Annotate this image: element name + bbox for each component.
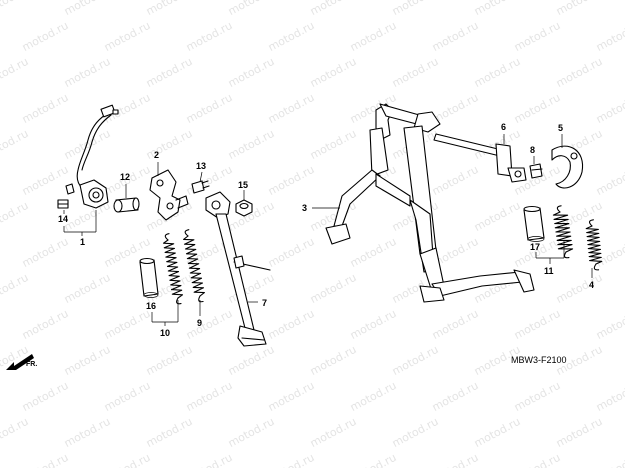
callout-4: 4 [589, 280, 594, 290]
part-bolt-13 [191, 180, 210, 194]
part-spring-4 [585, 219, 603, 271]
callout-7: 7 [262, 298, 267, 308]
callout-5: 5 [558, 123, 563, 133]
callout-3: 3 [302, 203, 307, 213]
part-bolt-14 [57, 199, 69, 209]
part-collar-17 [523, 205, 545, 242]
callout-8: 8 [530, 145, 535, 155]
part-spring-9 [183, 229, 205, 303]
callout-17: 17 [530, 242, 540, 252]
part-side-stand-switch [65, 104, 119, 209]
callout-9: 9 [197, 318, 202, 328]
callout-1: 1 [80, 237, 85, 247]
callout-16: 16 [146, 301, 156, 311]
callout-13: 13 [196, 161, 206, 171]
part-bolt-8 [529, 163, 543, 179]
part-main-stand [325, 103, 535, 303]
callout-2: 2 [154, 150, 159, 160]
part-spring-10 [162, 233, 184, 305]
part-side-stand [205, 191, 271, 347]
part-hook-plate [551, 145, 584, 189]
callout-15: 15 [238, 180, 248, 190]
front-arrow-icon: FR. [6, 354, 37, 370]
front-arrow-label: FR. [26, 361, 37, 368]
part-collar-16 [139, 257, 159, 298]
callout-14: 14 [58, 214, 68, 224]
part-pivot-shaft [433, 133, 527, 183]
callout-11: 11 [544, 266, 554, 276]
callout-6: 6 [501, 122, 506, 132]
part-nut-15 [235, 199, 253, 217]
part-side-stand-bracket [149, 169, 189, 221]
callout-labels: 1 14 12 2 13 15 7 16 10 9 3 6 8 5 17 11 … [58, 122, 594, 338]
callout-10: 10 [160, 328, 170, 338]
callout-12: 12 [120, 172, 130, 182]
part-spring-11 [552, 205, 574, 259]
part-pivot-collar-12 [113, 197, 140, 213]
diagram-code: MBW3-F2100 [511, 355, 567, 365]
leader-lines [63, 134, 593, 326]
